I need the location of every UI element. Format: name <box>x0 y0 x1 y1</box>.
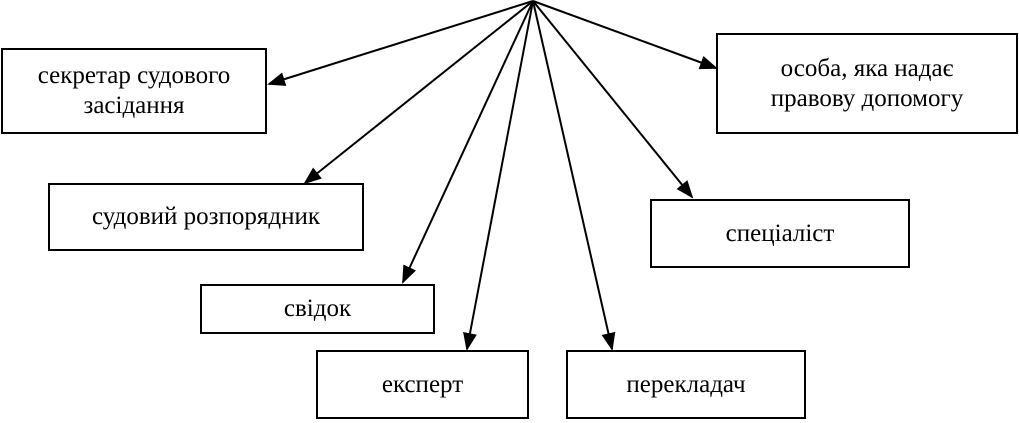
node-expert-label: експерт <box>381 370 464 398</box>
node-translator: перекладач <box>566 350 806 419</box>
node-secretary-line-2: засідання <box>83 92 185 119</box>
node-specialist: спеціаліст <box>650 199 910 268</box>
arrow-to-legal-aid <box>532 0 718 70</box>
node-specialist-label: спеціаліст <box>725 219 835 247</box>
node-bailiff-label: судовий розпорядник <box>91 203 321 230</box>
node-secretary-line-1: секретар судового <box>37 62 231 89</box>
node-bailiff: судовий розпорядник <box>48 183 364 251</box>
arrow-to-specialist <box>532 0 694 199</box>
node-witness-label: свідок <box>283 295 352 322</box>
arrow-to-translator <box>532 0 616 351</box>
node-expert: експерт <box>316 350 529 419</box>
node-secretary: секретар судового засідання <box>1 48 267 134</box>
arrow-to-secretary <box>267 0 534 86</box>
arrow-to-witness <box>402 0 534 284</box>
node-legal-aid: особа, яка надає правову допомогу <box>716 33 1018 134</box>
node-witness: свідок <box>200 284 435 334</box>
node-legal-aid-line-1: особа, яка надає <box>780 54 954 82</box>
node-translator-label: перекладач <box>626 370 746 398</box>
arrow-to-expert <box>463 0 534 351</box>
node-legal-aid-line-2: правову допомогу <box>770 84 964 112</box>
arrow-to-bailiff <box>303 0 534 185</box>
